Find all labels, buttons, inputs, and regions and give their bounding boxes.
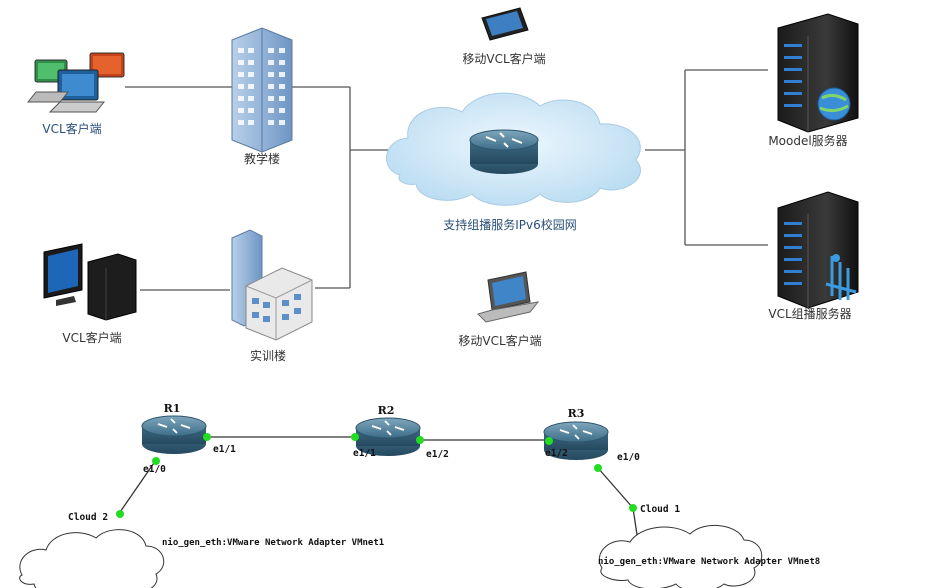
label-campus-network: 支持组播服务IPv6校园网 bbox=[443, 217, 577, 232]
router-r1-name: R1 bbox=[164, 402, 181, 415]
port-dot-r3-e1-0 bbox=[594, 464, 602, 472]
top-links bbox=[125, 69, 768, 291]
router-r2-icon[interactable] bbox=[355, 417, 421, 456]
router-r3-name: R3 bbox=[568, 407, 585, 420]
router-r2-name: R2 bbox=[378, 404, 395, 417]
iface-r3-e1-0: e1/0 bbox=[617, 452, 640, 463]
tablet-icon bbox=[481, 7, 529, 41]
laptop-icon bbox=[477, 271, 540, 323]
label-training-building: 实训楼 bbox=[250, 348, 286, 363]
cloud-2-shape[interactable] bbox=[19, 529, 165, 588]
cloud-2-name: Cloud 2 bbox=[68, 512, 108, 523]
port-dot-r3-e1-2 bbox=[545, 437, 553, 445]
router-r3-icon[interactable] bbox=[543, 421, 609, 460]
label-mobile-client-2: 移动VCL客户端 bbox=[458, 333, 541, 348]
bottom-links bbox=[117, 436, 641, 556]
teaching-building-icon bbox=[231, 27, 293, 153]
port-dots bbox=[116, 433, 637, 518]
label-vcl-client-1: VCL客户端 bbox=[42, 121, 101, 136]
cloud-2-adapter: nio_gen_eth:VMware Network Adapter VMnet… bbox=[162, 537, 384, 548]
vcl-multicast-server-icon bbox=[777, 191, 859, 309]
cloud-1-name: Cloud 1 bbox=[640, 504, 680, 515]
iface-r1-e1-0: e1/0 bbox=[143, 464, 166, 475]
label-teaching-building: 教学楼 bbox=[244, 151, 280, 166]
cloud-1-adapter: nio_gen_eth:VMware Network Adapter VMnet… bbox=[598, 556, 820, 567]
cloud-1-shape[interactable] bbox=[599, 524, 763, 588]
port-dot-r1-e1-1 bbox=[203, 433, 211, 441]
router-r1-icon[interactable] bbox=[141, 415, 207, 454]
iface-r1-e1-1: e1/1 bbox=[213, 444, 236, 455]
label-vcl-client-2: VCL客户端 bbox=[62, 330, 121, 345]
training-building-icon bbox=[231, 229, 313, 341]
vcl-client-2-icon bbox=[43, 243, 137, 321]
label-mobile-client-1: 移动VCL客户端 bbox=[462, 51, 545, 66]
moodle-server-icon bbox=[777, 13, 859, 133]
label-vcl-multicast-server: VCL组播服务器 bbox=[768, 306, 851, 321]
port-dot-cloud2 bbox=[116, 510, 124, 518]
label-moodle-server: Moodel服务器 bbox=[768, 133, 847, 148]
link-r1-cloud2 bbox=[117, 459, 157, 516]
port-dot-cloud1 bbox=[629, 504, 637, 512]
campus-router-icon bbox=[469, 129, 539, 174]
port-dot-r2-e1-2 bbox=[416, 436, 424, 444]
port-dot-r1-e1-0 bbox=[152, 457, 160, 465]
port-dot-r2-e1-1 bbox=[351, 433, 359, 441]
iface-r3-e1-2: e1/2 bbox=[545, 448, 568, 459]
iface-r2-e1-2: e1/2 bbox=[426, 449, 449, 460]
vcl-client-1-icon bbox=[26, 52, 125, 113]
iface-r2-e1-1: e1/1 bbox=[353, 448, 376, 459]
link-r3-cloud1 bbox=[597, 467, 634, 509]
